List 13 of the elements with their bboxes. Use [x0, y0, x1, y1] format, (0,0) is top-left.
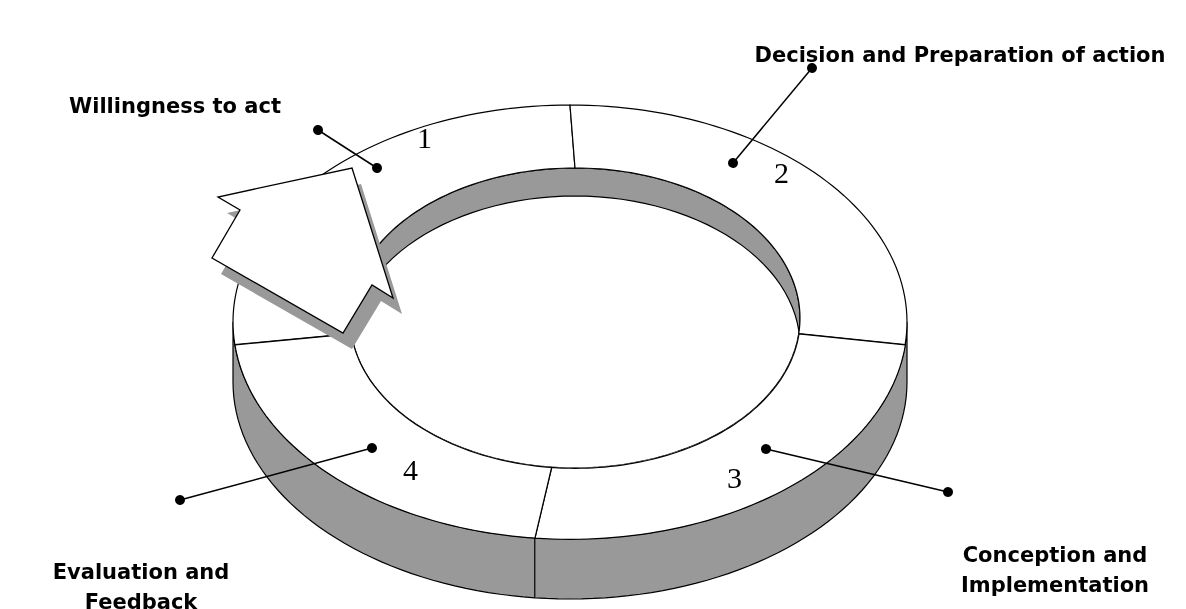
block-arrow	[211, 167, 402, 349]
leader-line	[728, 63, 817, 168]
leader-line	[761, 444, 953, 497]
stage-label: Conception and Implementation	[959, 542, 1151, 599]
stage-label: Decision and Preparation of action	[753, 42, 1167, 69]
segment-number: 3	[727, 463, 742, 493]
leader-line	[175, 443, 377, 505]
segment-number: 1	[417, 123, 432, 153]
stage-label: Willingness to act	[68, 93, 282, 120]
stage-label: Evaluation and Feedback	[51, 559, 231, 609]
leader-line	[313, 125, 382, 173]
segment-number: 4	[403, 455, 418, 485]
segment-number: 2	[774, 158, 789, 188]
